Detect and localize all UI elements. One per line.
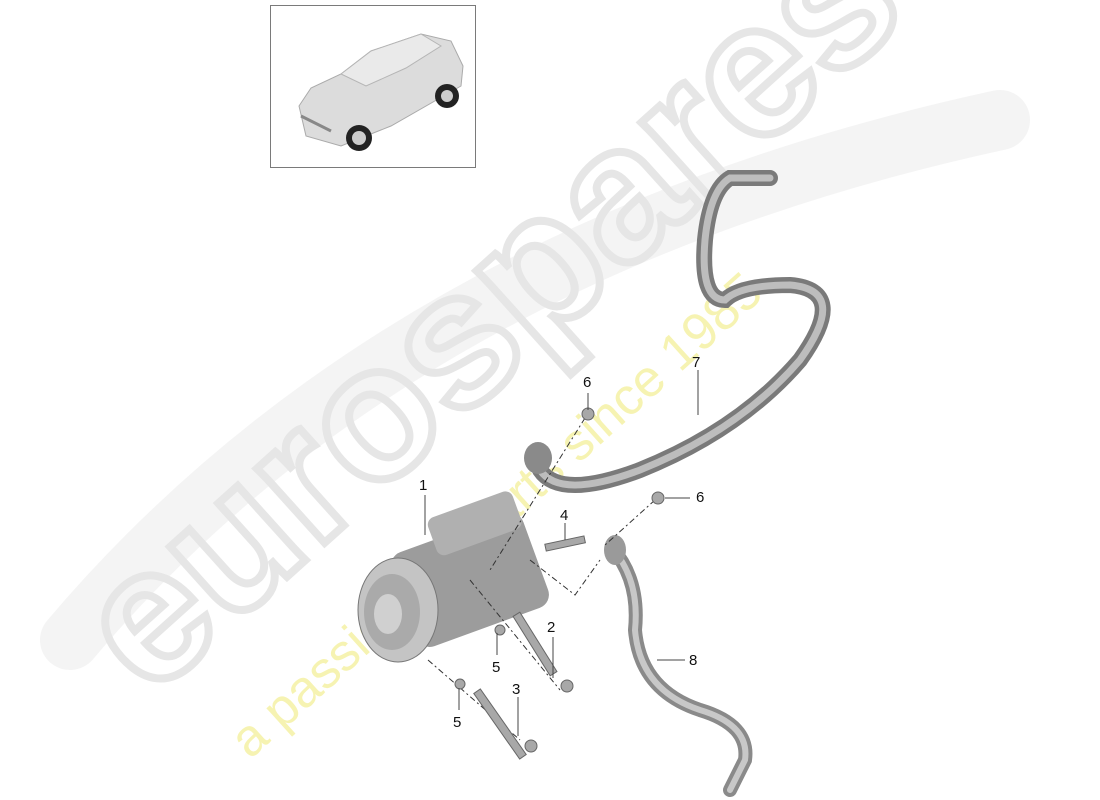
callout-3[interactable]: 3 [512,681,521,698]
callout-6b[interactable]: 6 [696,489,705,506]
callout-1[interactable]: 1 [419,477,428,494]
callout-6a[interactable]: 6 [583,374,592,391]
callout-7[interactable]: 7 [692,354,701,371]
callout-5a[interactable]: 5 [492,659,501,676]
hose-7 [532,170,831,493]
callout-2[interactable]: 2 [547,619,556,636]
car-icon [298,33,464,151]
compressor-1 [357,491,549,663]
vehicle-thumbnail [270,5,476,168]
callout-8[interactable]: 8 [689,652,698,669]
callout-4[interactable]: 4 [560,507,569,524]
callout-5b[interactable]: 5 [453,714,462,731]
